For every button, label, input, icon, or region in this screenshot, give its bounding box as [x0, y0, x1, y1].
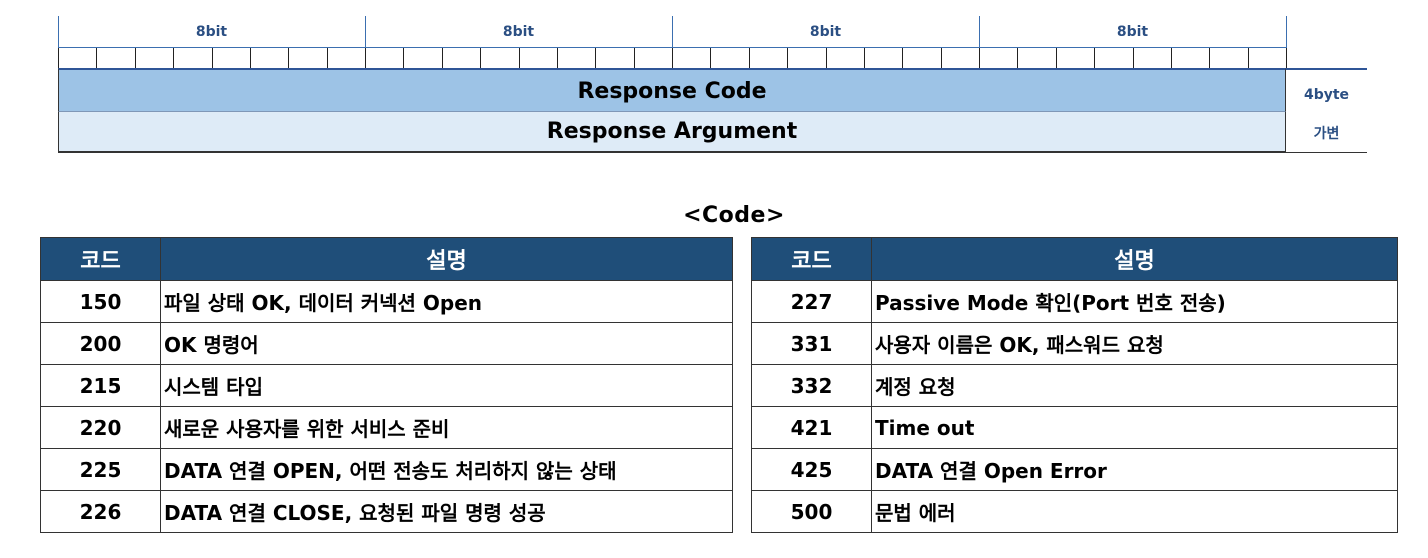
code-cell: 225: [40, 448, 161, 491]
response-code-field: Response Code: [58, 68, 1286, 111]
description-cell: 새로운 사용자를 위한 서비스 준비: [160, 406, 733, 449]
packet-format-diagram: 8bit 8bit 8bit 8bit Response Code Respon…: [0, 0, 1428, 160]
description-cell: DATA 연결 Open Error: [871, 448, 1398, 491]
bit-cell: [135, 48, 174, 68]
bit-cell: [173, 48, 213, 68]
bit-cell: [672, 48, 711, 68]
bit-cell: [1171, 48, 1210, 68]
code-cell: 425: [751, 448, 872, 491]
description-cell: 문법 에러: [871, 490, 1398, 533]
code-column-header: 코드: [40, 237, 161, 281]
bit-cell: [710, 48, 750, 68]
code-cell: 220: [40, 406, 161, 449]
bit-cell: [1248, 48, 1287, 68]
byte-divider: [365, 16, 366, 68]
bit-cell: [365, 48, 404, 68]
description-cell: 시스템 타입: [160, 364, 733, 407]
response-argument-field: Response Argument: [58, 111, 1286, 153]
code-cell: 332: [751, 364, 872, 407]
bit-cell: [327, 48, 366, 68]
bit-cell: [212, 48, 251, 68]
description-cell: DATA 연결 OPEN, 어떤 전송도 처리하지 않는 상태: [160, 448, 733, 491]
bit-cell: [1017, 48, 1057, 68]
bit-cell: [96, 48, 136, 68]
byte-label-3: 8bit: [809, 24, 842, 40]
bit-cell: [902, 48, 942, 68]
description-cell: OK 명령어: [160, 322, 733, 365]
bit-cell: [288, 48, 328, 68]
description-cell: Passive Mode 확인(Port 번호 전송): [871, 280, 1398, 323]
byte-divider: [1286, 16, 1287, 68]
description-cell: Time out: [871, 406, 1398, 449]
table-row: 500 문법 에러: [751, 490, 1398, 533]
code-cell: 150: [40, 280, 161, 323]
bit-cell: [979, 48, 1018, 68]
bit-row-top-line: [58, 47, 1287, 48]
bit-cell: [480, 48, 520, 68]
byte-label-4: 8bit: [1116, 24, 1149, 40]
bit-cell: [634, 48, 673, 68]
bit-cell: [826, 48, 865, 68]
bit-cell: [250, 48, 289, 68]
response-code-size: 4byte: [1303, 87, 1350, 103]
code-table-title: <Code>: [683, 203, 785, 228]
bit-cell: [1056, 48, 1095, 68]
code-cell: 227: [751, 280, 872, 323]
description-cell: DATA 연결 CLOSE, 요청된 파일 명령 성공: [160, 490, 733, 533]
table-header-row: 코드 설명: [751, 237, 1398, 281]
description-cell: 사용자 이름은 OK, 패스워드 요청: [871, 322, 1398, 365]
size-column-top-line: [1286, 68, 1367, 70]
byte-divider: [58, 16, 59, 68]
bit-cell: [442, 48, 481, 68]
bit-cell: [58, 48, 97, 68]
code-column-header: 코드: [751, 237, 872, 281]
bit-cell: [864, 48, 903, 68]
bit-cell: [1094, 48, 1134, 68]
bit-cell: [519, 48, 558, 68]
byte-divider: [979, 16, 980, 68]
byte-label-1: 8bit: [195, 24, 228, 40]
code-cell: 421: [751, 406, 872, 449]
code-cell: 331: [751, 322, 872, 365]
response-argument-size: 가변: [1313, 126, 1340, 142]
bit-cell: [749, 48, 788, 68]
code-cell: 200: [40, 322, 161, 365]
description-cell: 계정 요청: [871, 364, 1398, 407]
bit-cell: [557, 48, 596, 68]
byte-divider: [672, 16, 673, 68]
bit-cell: [403, 48, 443, 68]
description-column-header: 설명: [160, 237, 733, 281]
description-column-header: 설명: [871, 237, 1398, 281]
bit-cell: [1133, 48, 1172, 68]
bit-cell: [787, 48, 827, 68]
byte-label-2: 8bit: [502, 24, 535, 40]
size-column-bottom-line: [1286, 152, 1367, 153]
code-cell: 226: [40, 490, 161, 533]
bit-cell: [595, 48, 635, 68]
bit-cell: [1209, 48, 1249, 68]
code-cell: 215: [40, 364, 161, 407]
code-cell: 500: [751, 490, 872, 533]
table-header-row: 코드 설명: [40, 237, 733, 281]
bit-cell: [941, 48, 980, 68]
description-cell: 파일 상태 OK, 데이터 커넥션 Open: [160, 280, 733, 323]
